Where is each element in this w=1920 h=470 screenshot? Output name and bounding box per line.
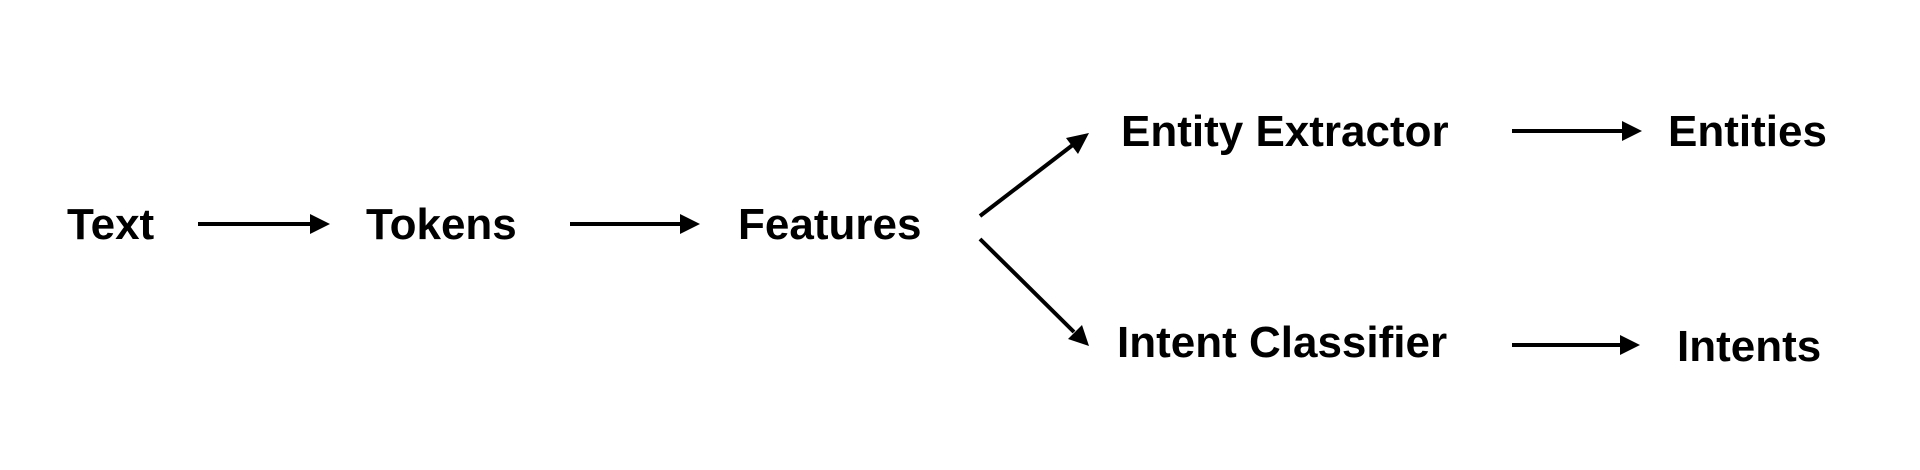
- arrowhead-icon: [310, 214, 330, 234]
- node-entity-extractor: Entity Extractor: [1121, 107, 1449, 156]
- edge-intent-classifier-to-intents: [1512, 335, 1640, 355]
- edge-line: [978, 237, 1076, 334]
- edge-line: [978, 142, 1076, 218]
- arrowhead-icon: [1620, 335, 1640, 355]
- edge-features-to-entity-extractor: [978, 133, 1089, 218]
- edge-tokens-to-features: [570, 214, 700, 234]
- arrowhead-icon: [1622, 121, 1642, 141]
- node-features: Features: [738, 200, 921, 249]
- arrowhead-icon: [1068, 325, 1089, 346]
- node-text: Text: [67, 200, 155, 249]
- edge-text-to-tokens: [198, 214, 330, 234]
- edge-features-to-intent-classifier: [978, 237, 1089, 346]
- arrowhead-icon: [1066, 133, 1089, 154]
- node-intent-classifier: Intent Classifier: [1117, 318, 1447, 367]
- edge-entity-extractor-to-entities: [1512, 121, 1642, 141]
- node-tokens: Tokens: [366, 200, 517, 249]
- arrowhead-icon: [680, 214, 700, 234]
- node-entities: Entities: [1668, 107, 1827, 156]
- node-intents: Intents: [1677, 322, 1821, 371]
